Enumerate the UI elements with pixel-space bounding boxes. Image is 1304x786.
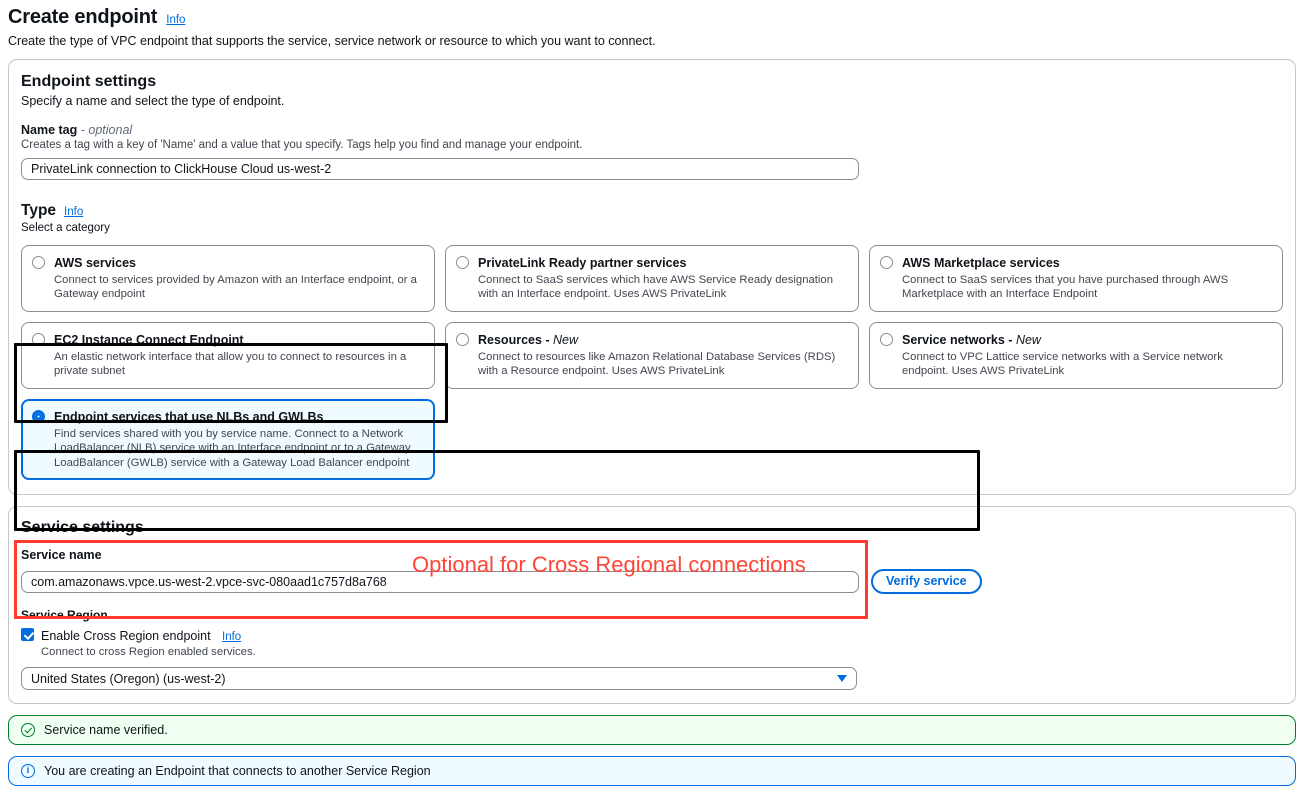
check-circle-icon	[21, 723, 35, 738]
type-option-title-text: Resources -	[478, 332, 554, 347]
service-settings-heading: Service settings	[21, 519, 144, 537]
alert-info-text: You are creating an Endpoint that connec…	[44, 764, 431, 779]
name-tag-optional: - optional	[80, 123, 133, 137]
type-option-ec2-instance-connect-endpoint[interactable]: EC2 Instance Connect Endpoint An elastic…	[21, 321, 435, 389]
radio-icon[interactable]	[880, 256, 893, 269]
type-section-head: Type Info	[21, 202, 1283, 220]
alert-success-text: Service name verified.	[44, 723, 168, 738]
type-option-title: PrivateLink Ready partner services	[478, 256, 687, 270]
name-tag-input[interactable]: PrivateLink connection to ClickHouse Clo…	[21, 158, 859, 180]
type-option-desc: Connect to SaaS services that you have p…	[902, 274, 1229, 301]
checkbox-checked-icon[interactable]	[21, 628, 34, 642]
type-option-desc: An elastic network interface that allow …	[54, 350, 407, 378]
type-sub: Select a category	[21, 222, 110, 234]
type-option-desc: Connect to SaaS services which have AWS …	[478, 274, 833, 301]
type-info-link[interactable]: Info	[64, 206, 84, 218]
type-option-title-text: Service networks -	[902, 332, 1016, 347]
page-description: Create the type of VPC endpoint that sup…	[8, 34, 656, 48]
type-option-title: AWS services	[54, 256, 136, 270]
radio-selected-icon[interactable]	[32, 409, 45, 423]
cross-region-checkbox-row[interactable]: Enable Cross Region endpoint Info Connec…	[21, 627, 1283, 658]
info-circle-icon: i	[21, 764, 35, 779]
type-option-desc: Connect to resources like Amazon Relatio…	[478, 350, 836, 378]
type-option-desc: Find services shared with you by service…	[54, 427, 411, 469]
type-option-title: AWS Marketplace services	[902, 256, 1060, 270]
cross-region-checkbox-label: Enable Cross Region endpoint	[41, 629, 211, 644]
name-tag-hint: Creates a tag with a key of 'Name' and a…	[21, 139, 583, 151]
type-option-grid: AWS services Connect to services provide…	[21, 245, 1283, 481]
service-region-selected-value: United States (Oregon) (us-west-2)	[31, 671, 226, 686]
endpoint-settings-panel: Endpoint settings Specify a name and sel…	[8, 59, 1296, 496]
type-option-new-badge: New	[553, 332, 579, 347]
name-tag-label: Name tag - optional	[21, 123, 1283, 137]
chevron-down-icon[interactable]	[837, 675, 847, 683]
type-option-title: EC2 Instance Connect Endpoint	[54, 332, 244, 347]
type-option-new-badge: New	[1015, 332, 1041, 347]
alert-service-name-verified: Service name verified.	[8, 715, 1296, 746]
page-title-row: Create endpoint Info	[8, 6, 1296, 29]
type-option-aws-services[interactable]: AWS services Connect to services provide…	[21, 245, 435, 312]
radio-icon[interactable]	[32, 256, 45, 269]
type-option-privatelink-ready-partner-services[interactable]: PrivateLink Ready partner services Conne…	[445, 245, 859, 312]
page-info-link[interactable]: Info	[166, 14, 186, 26]
service-settings-panel: Service settings Service name com.amazon…	[8, 506, 1296, 705]
radio-icon[interactable]	[880, 332, 893, 346]
type-option-resources[interactable]: Resources - New Connect to resources lik…	[445, 321, 859, 389]
page-title: Create endpoint	[8, 6, 158, 28]
type-option-endpoint-services-nlb-gwlb[interactable]: Endpoint services that use NLBs and GWLB…	[21, 398, 435, 481]
type-option-service-networks[interactable]: Service networks - New Connect to VPC La…	[869, 321, 1283, 389]
verify-service-button[interactable]: Verify service	[871, 569, 982, 595]
alert-cross-region-notice: i You are creating an Endpoint that conn…	[8, 756, 1296, 786]
cross-region-hint: Connect to cross Region enabled services…	[41, 646, 256, 659]
service-name-input[interactable]: com.amazonaws.vpce.us-west-2.vpce-svc-08…	[21, 570, 859, 593]
endpoint-settings-heading: Endpoint settings	[21, 73, 157, 90]
name-tag-input-value: PrivateLink connection to ClickHouse Clo…	[31, 162, 332, 176]
page-header: Create endpoint Info Create the type of …	[0, 0, 1304, 48]
cross-region-info-link[interactable]: Info	[222, 631, 242, 644]
annotation-cross-region-note: Optional for Cross Regional connections	[412, 552, 806, 577]
type-label: Type	[21, 202, 57, 219]
radio-icon[interactable]	[32, 332, 45, 346]
type-option-title: Endpoint services that use NLBs and GWLB…	[54, 409, 324, 424]
type-option-title: Service networks - New	[902, 333, 1041, 347]
endpoint-settings-subheading: Specify a name and select the type of en…	[21, 94, 285, 108]
service-name-label: Service name	[21, 548, 102, 563]
type-option-desc: Connect to VPC Lattice service networks …	[902, 350, 1223, 378]
type-option-title: Resources - New	[478, 333, 578, 347]
type-option-aws-marketplace-services[interactable]: AWS Marketplace services Connect to SaaS…	[869, 245, 1283, 312]
radio-icon[interactable]	[456, 256, 469, 269]
service-name-value: com.amazonaws.vpce.us-west-2.vpce-svc-08…	[31, 574, 387, 589]
type-option-desc: Connect to services provided by Amazon w…	[54, 274, 417, 301]
radio-icon[interactable]	[456, 332, 469, 346]
service-name-row: com.amazonaws.vpce.us-west-2.vpce-svc-08…	[21, 569, 1283, 595]
service-region-label: Service Region	[21, 608, 108, 623]
name-tag-label-text: Name tag	[21, 123, 78, 137]
service-region-select[interactable]: United States (Oregon) (us-west-2)	[21, 667, 857, 691]
